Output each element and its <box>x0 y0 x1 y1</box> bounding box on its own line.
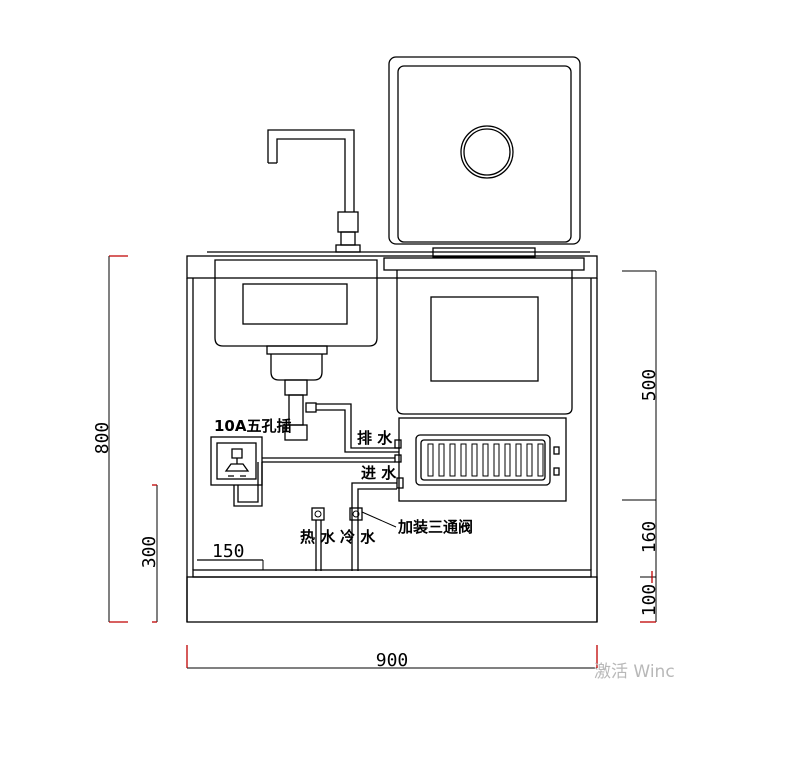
bottom-right-dimension: 100 <box>639 584 660 617</box>
power-socket <box>210 436 395 507</box>
cold-water-label: 冷 水 <box>340 528 376 546</box>
valve-label: 加装三通阀 <box>397 518 473 536</box>
upper-right-dimension: 500 <box>639 369 660 402</box>
lower-height-dimension: 300 <box>139 536 160 569</box>
water-supply <box>311 482 397 571</box>
dishwasher-body <box>383 257 585 502</box>
inlet-label: 进 水 <box>361 464 397 482</box>
drain-pipe <box>305 402 399 453</box>
dimension-lower-height: 300 <box>139 484 160 623</box>
hot-water-label: 热 水 <box>300 528 336 546</box>
total-width-dimension: 900 <box>376 650 409 671</box>
cold-water-valve <box>349 507 363 521</box>
watermark: 激活 Winc <box>594 662 675 682</box>
hot-water-valve <box>311 507 325 571</box>
dimension-total-height: 800 <box>92 255 128 623</box>
socket-label: 10A五孔插 <box>214 417 291 435</box>
countertop <box>186 251 598 279</box>
faucet <box>267 129 361 253</box>
total-height-dimension: 800 <box>92 422 113 455</box>
dimension-right: 500 160 100 <box>622 270 660 623</box>
dimension-total-width: 900 <box>186 645 598 671</box>
ledge-dimension: 150 <box>212 541 245 562</box>
cabinet-body <box>186 278 598 623</box>
dishwasher-door <box>388 56 581 258</box>
sink-basin <box>214 259 378 441</box>
mid-right-dimension: 160 <box>639 521 660 554</box>
vent-slots <box>427 443 544 477</box>
drain-label: 排 水 <box>357 429 393 447</box>
ledge: 150 <box>197 541 264 570</box>
